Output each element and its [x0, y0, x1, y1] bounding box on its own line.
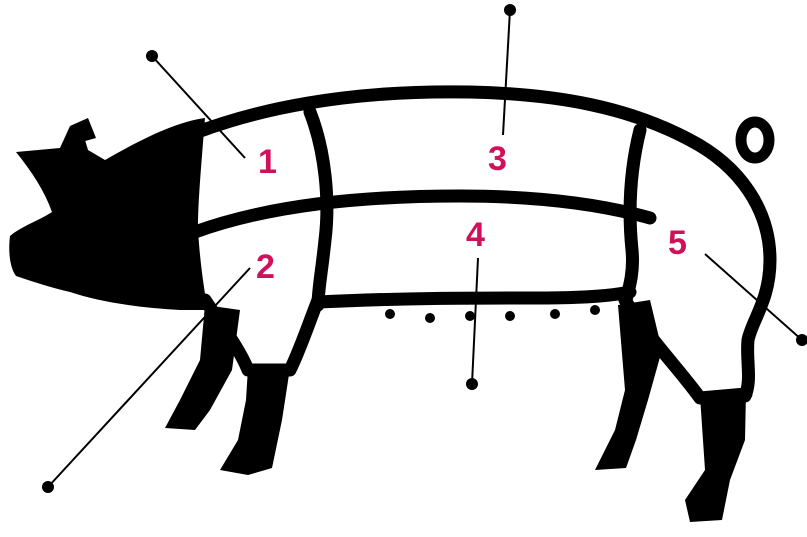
rear-leg-front: [685, 392, 746, 522]
rear-leg-back: [595, 300, 662, 470]
cut-label-1: 1: [258, 143, 277, 181]
pointer-4-dot: [467, 379, 477, 389]
pointer-4-line: [472, 258, 478, 384]
belly-bumps: [385, 305, 600, 323]
upper-horizontal-division: [195, 196, 650, 232]
pointer-1-dot: [147, 51, 157, 61]
pointer-3-line: [503, 10, 510, 135]
pointer-5-dot: [797, 335, 807, 345]
pointer-2-dot: [43, 482, 53, 492]
pig-tail: [741, 122, 769, 158]
cut-label-4: 4: [466, 216, 485, 254]
cut-label-2: 2: [256, 248, 275, 286]
pig-legs: [165, 300, 746, 522]
cut-label-5: 5: [668, 224, 687, 262]
cut-label-3: 3: [488, 140, 507, 178]
belly-line: [318, 292, 630, 302]
front-leg-front: [220, 368, 290, 475]
pointer-3-dot: [505, 5, 515, 15]
